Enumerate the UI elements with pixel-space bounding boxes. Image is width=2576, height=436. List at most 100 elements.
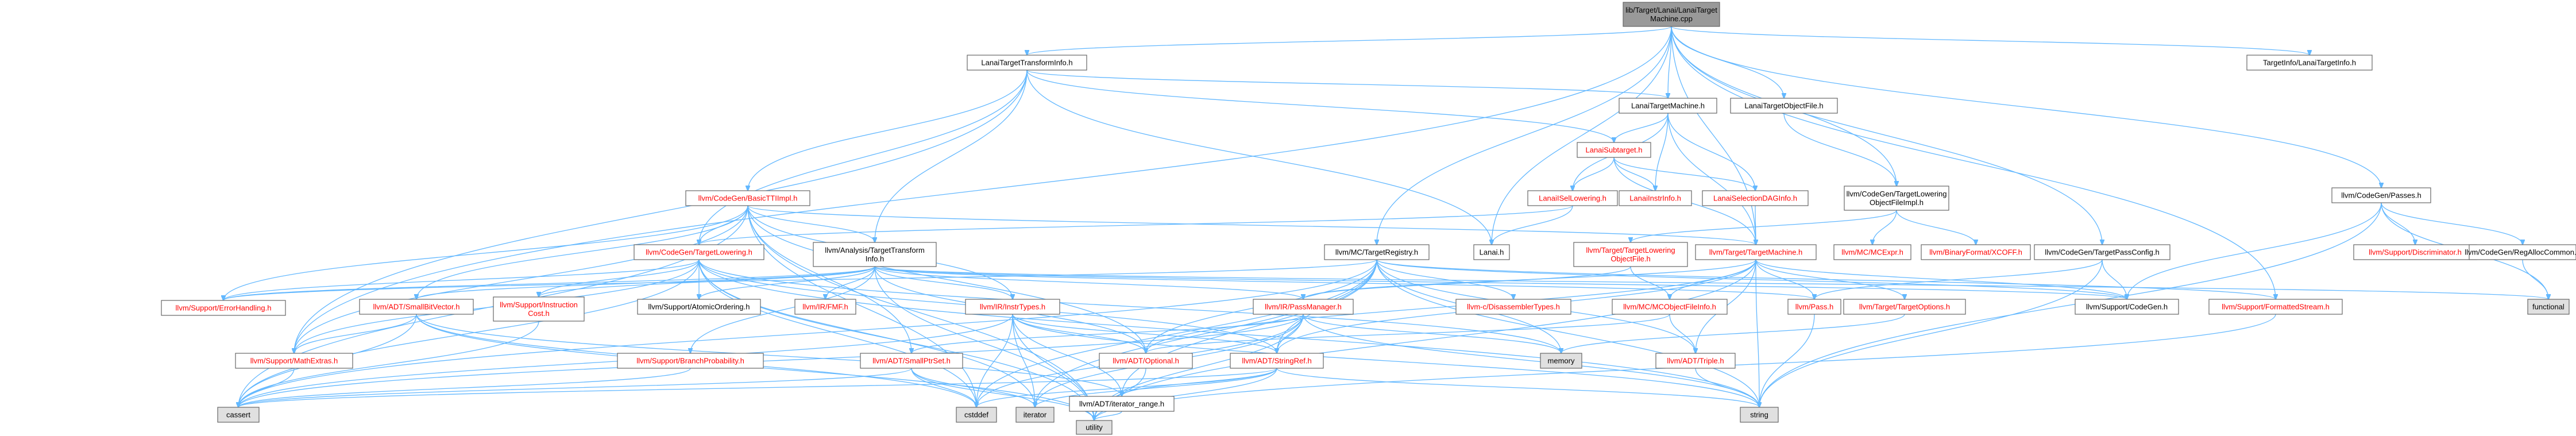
node-box-smallPtrSet [860,353,963,369]
edge-lanaiTM-to-targetMachine [1667,113,1756,245]
node-label-smallPtrSet-0: llvm/ADT/SmallPtrSet.h [872,357,951,365]
edge-lanaiTTI-to-lanaiH [1026,70,1492,245]
node-label-codegenTLOF-0: llvm/CodeGen/TargetLowering [1847,190,1947,198]
node-box-lanaiTTI [967,55,1087,71]
edge-instrTypes-to-string [1012,314,1759,407]
edge-stringRef-to-iterator [1035,368,1277,407]
node-supportCodeGen[interactable]: llvm/Support/CodeGen.h [2075,299,2179,315]
node-box-errorHandling [161,300,286,316]
node-fmf[interactable]: llvm/IR/FMF.h [794,299,856,315]
node-label-instrCost-0: llvm/Support/Instruction [500,300,578,309]
node-cassert[interactable]: cassert [217,407,260,423]
node-codegenTLOF[interactable]: llvm/CodeGen/TargetLoweringObjectFileImp… [1844,186,1949,211]
node-triple[interactable]: llvm/ADT/Triple.h [1655,353,1736,369]
node-iterRange[interactable]: llvm/ADT/iterator_range.h [1069,396,1175,412]
node-box-codegenPasses [2331,187,2431,203]
node-targetInfo[interactable]: TargetInfo/LanaiTargetInfo.h [2246,55,2373,71]
edge-analysisTTI-to-utility [874,266,1094,420]
node-memory[interactable]: memory [1540,353,1582,369]
node-branchProb[interactable]: llvm/Support/BranchProbability.h [617,353,764,369]
edge-lanaiTTI-to-codegenBTTI [748,70,1028,191]
node-mcExpr[interactable]: llvm/MC/MCExpr.h [1833,244,1911,260]
edge-root-to-codegenTPC [1671,26,2102,245]
node-atomicOrdering[interactable]: llvm/Support/AtomicOrdering.h [637,299,761,315]
node-lanaiSubtarget[interactable]: LanaiSubtarget.h [1577,142,1651,158]
edge-root-to-lanaiTM [1668,26,1672,98]
node-discriminator[interactable]: llvm/Support/Discriminator.h [2353,244,2477,260]
node-label-disasm-0: llvm-c/DisassemblerTypes.h [1467,303,1560,311]
node-iterator[interactable]: iterator [1015,407,1055,423]
edge-regAlloc-to-functional [2522,259,2548,299]
edge-analysisTTI-to-instrTypes [874,266,1013,299]
node-label-supportCodeGen-0: llvm/Support/CodeGen.h [2086,303,2168,311]
node-functional[interactable]: functional [2527,299,2570,315]
edge-codegenTL-to-iterator [698,259,1035,407]
edge-stringRef-to-cstddef [976,368,1277,407]
edge-passManager-to-memory [1303,314,1561,353]
node-string[interactable]: string [1740,407,1779,423]
edge-mcTR-to-errorHandling [223,259,1377,300]
node-lanaiTOF[interactable]: LanaiTargetObjectFile.h [1730,98,1838,114]
node-codegenTL[interactable]: llvm/CodeGen/TargetLowering.h [634,244,764,260]
node-label-passManager-0: llvm/IR/PassManager.h [1265,303,1342,311]
node-box-codegenTLOF [1844,186,1949,211]
node-regAlloc[interactable]: llvm/CodeGen/RegAllocCommon.h [2465,244,2576,260]
edge-smallBitVector-to-iterRange [416,314,1122,396]
node-lanaiInstrInfo[interactable]: LanaiInstrInfo.h [1619,190,1692,206]
node-root[interactable]: lib/Target/Lanai/LanaiTargetMachine.cpp [1623,2,1720,27]
node-smallBitVector[interactable]: llvm/ADT/SmallBitVector.h [359,299,474,315]
node-lanaiTM[interactable]: LanaiTargetMachine.h [1619,98,1717,114]
edge-root-to-lanaiTOF [1671,26,1784,98]
node-targetMachine[interactable]: llvm/Target/TargetMachine.h [1695,244,1817,260]
node-box-cassert [217,407,260,423]
node-box-disasm [1455,299,1571,315]
node-instrTypes[interactable]: llvm/IR/InstrTypes.h [965,299,1060,315]
edge-mcTR-to-cassert [238,259,1377,407]
node-mcObjFileInfo[interactable]: llvm/MC/MCObjectFileInfo.h [1612,299,1728,315]
edge-targetMachine-to-supportCodeGen [1755,259,2127,299]
node-codegenTPC[interactable]: llvm/CodeGen/TargetPassConfig.h [2034,244,2171,260]
node-targetOptions[interactable]: llvm/Target/TargetOptions.h [1843,299,1966,315]
node-label-lanaiH-0: Lanai.h [1480,248,1504,257]
node-analysisTTI[interactable]: llvm/Analysis/TargetTransformInfo.h [813,242,937,267]
node-lanaiH[interactable]: Lanai.h [1473,244,1510,260]
node-label-discriminator-0: llvm/Support/Discriminator.h [2369,248,2462,257]
node-pass[interactable]: llvm/Pass.h [1787,299,1841,315]
edge-targetMachine-to-targetOptions [1755,259,1905,299]
node-utility[interactable]: utility [1076,420,1113,435]
node-box-analysisTTI [813,242,937,267]
node-cstddef[interactable]: cstddef [956,407,997,423]
node-optional[interactable]: llvm/ADT/Optional.h [1099,353,1193,369]
node-codegenPasses[interactable]: llvm/CodeGen/Passes.h [2331,187,2431,203]
edge-analysisTTI-to-functional [874,266,2548,299]
node-lanaiISel[interactable]: LanaiISelLowering.h [1527,190,1618,206]
node-label-branchProb-0: llvm/Support/BranchProbability.h [636,357,744,365]
node-lanaiTTI[interactable]: LanaiTargetTransformInfo.h [967,55,1087,71]
edge-codegenTL-to-instrCost [539,259,700,297]
node-label-mcExpr-0: llvm/MC/MCExpr.h [1841,248,1903,257]
node-box-targetInfo [2246,55,2373,71]
node-errorHandling[interactable]: llvm/Support/ErrorHandling.h [161,300,286,316]
node-mcTR[interactable]: llvm/MC/TargetRegistry.h [1324,244,1430,260]
node-disasm[interactable]: llvm-c/DisassemblerTypes.h [1455,299,1571,315]
node-passManager[interactable]: llvm/IR/PassManager.h [1253,299,1354,315]
edge-codegenTPC-to-supportCodeGen [2102,259,2127,299]
node-label-lanaiISel-0: LanaiISelLowering.h [1539,194,1606,203]
node-box-codegenTPC [2034,244,2171,260]
node-xcoff[interactable]: llvm/BinaryFormat/XCOFF.h [1921,244,2031,260]
edge-pass-to-string [1759,314,1815,407]
node-label-errorHandling-0: llvm/Support/ErrorHandling.h [176,304,272,312]
node-lanaiSelDAG[interactable]: LanaiSelectionDAGInfo.h [1702,190,1809,206]
node-box-lanaiInstrInfo [1619,190,1692,206]
node-smallPtrSet[interactable]: llvm/ADT/SmallPtrSet.h [860,353,963,369]
edge-mcTR-to-string [1376,259,1759,407]
node-box-lanaiSubtarget [1577,142,1651,158]
node-codegenBTTI[interactable]: llvm/CodeGen/BasicTTIImpl.h [685,190,810,206]
node-formattedStream[interactable]: llvm/Support/FormattedStream.h [2208,299,2343,315]
node-mathExtras[interactable]: llvm/Support/MathExtras.h [235,353,353,369]
node-box-mcTR [1324,244,1430,260]
node-label-lanaiSubtarget-0: LanaiSubtarget.h [1585,146,1642,155]
node-stringRef[interactable]: llvm/ADT/StringRef.h [1230,353,1324,369]
